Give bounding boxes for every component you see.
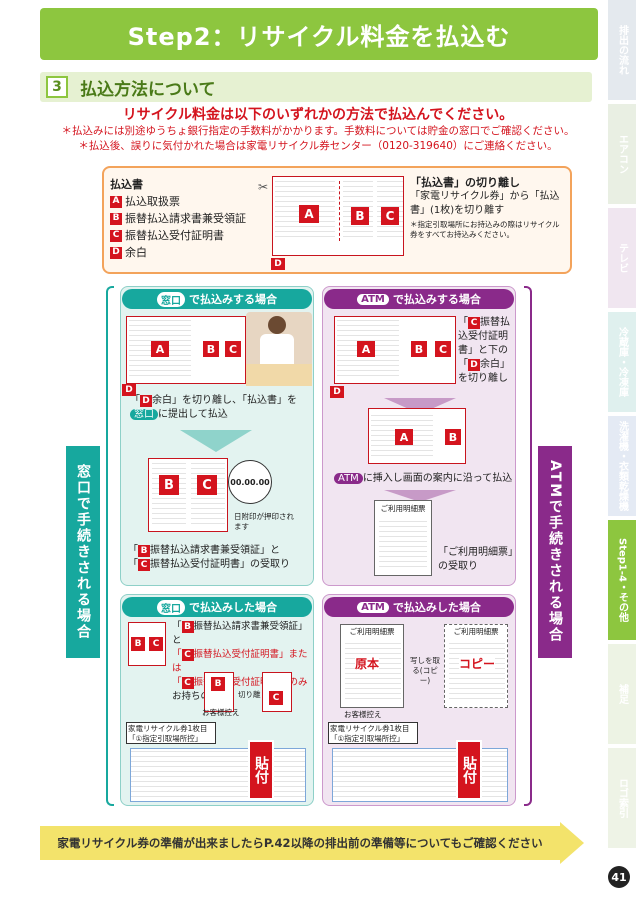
side-tab-4[interactable]: 冷蔵庫・冷凍庫 — [608, 312, 636, 412]
note-contact: ＊払込後、誤りに気付かれた場合は家電リサイクル券センター（0120-319640… — [78, 140, 558, 152]
note-fee: ＊払込みには別途ゆうちょ銀行指定の手数料がかかります。手数料については貯金の窓口… — [61, 125, 575, 137]
side-tab-5[interactable]: 洗濯機・衣類乾燥機 — [608, 416, 636, 516]
vlabel-madoguchi: 窓口で手続きされる場合 — [66, 446, 100, 658]
done-receipt-c: C — [262, 672, 292, 712]
madoguchi-ticket-label: 家電リサイクル券1枚目 「①指定引取場所控」 — [126, 722, 216, 744]
madoguchi-receipts: B C — [148, 458, 228, 532]
arrow-down-1 — [180, 430, 252, 452]
note-main: リサイクル料金は以下のいずれかの方法で払込んでください。 — [122, 107, 514, 123]
side-tab-6[interactable]: Step1-4・その他 — [608, 520, 636, 640]
arrow-down-atm-2 — [384, 490, 456, 502]
banner-arrow-icon — [560, 822, 584, 864]
atm-ticket-label: 家電リサイクル券1枚目 「①指定引取場所控」 — [328, 722, 418, 744]
done-receipt-b: B — [204, 672, 234, 712]
teller-illustration — [246, 312, 312, 386]
slip-title: 払込書 — [110, 178, 143, 191]
slip-cut-info: 「払込書」の切り離し 「家電リサイクル券」から「払込書」(1枚)を切り離す ＊指… — [410, 176, 560, 239]
atm-slip: A B C — [334, 316, 456, 384]
copy-receipt: ご利用明細票 コピー — [444, 624, 508, 708]
atm-slip-ab: A B — [368, 408, 466, 464]
right-bracket — [524, 286, 532, 806]
section-header: 3 払込方法について — [40, 72, 592, 102]
cut-label: 切り離し — [238, 690, 268, 699]
madoguchi-customer-copy: お客様控え — [202, 708, 240, 717]
atm-paste: 貼付 — [456, 740, 482, 800]
done-receipts-mini: B C — [128, 622, 166, 666]
bottom-banner: 家電リサイクル券の準備が出来ましたらP.42以降の排出前の準備等についてもご確認… — [40, 826, 560, 860]
slip-illustration: A B C — [272, 176, 404, 256]
madoguchi-slip: A B C — [126, 316, 246, 384]
madoguchi-done-header: 窓口で払込みした場合 — [122, 597, 312, 617]
section-number: 3 — [46, 76, 68, 98]
atm-customer-copy: お客様控え — [344, 710, 382, 719]
label-d: D — [271, 258, 285, 270]
notes: リサイクル料金は以下のいずれかの方法で払込んでください。 ＊払込みには別途ゆうち… — [42, 106, 594, 154]
section-label: 払込方法について — [80, 79, 216, 100]
original-receipt: ご利用明細票 原本 — [340, 624, 404, 708]
madoguchi-ticket — [130, 748, 306, 802]
side-tab-7[interactable]: 補足 — [608, 644, 636, 744]
date-stamp: 00.00.00 — [228, 460, 272, 504]
scissors-icon: ✂ — [258, 180, 269, 194]
madoguchi-pay-header: 窓口で払込みする場合 — [122, 289, 312, 309]
atm-step3: 「ご利用明細票」の受取り — [438, 547, 513, 572]
side-tab-8[interactable]: ロゴ索引 — [608, 748, 636, 848]
side-tab-3[interactable]: テレビ — [608, 208, 636, 308]
page-title: Step2：リサイクル料金を払込む — [40, 8, 598, 60]
atm-label-d: D — [330, 386, 344, 398]
madoguchi-paste: 貼付 — [248, 740, 274, 800]
side-tab-2[interactable]: エアコン — [608, 104, 636, 204]
stamp-label: 日附印が押印されます — [234, 512, 294, 531]
side-tab-1[interactable]: 排出の流れ — [608, 0, 636, 100]
page-number: 41 — [608, 866, 630, 888]
atm-receipt: ご利用明細票 — [374, 500, 432, 576]
madoguchi-label-d: D — [122, 384, 136, 396]
copy-caption: 写しを取る(コピー) — [410, 656, 440, 685]
left-bracket — [106, 286, 114, 806]
vlabel-atm: ATMで手続きされる場合 — [538, 446, 572, 658]
